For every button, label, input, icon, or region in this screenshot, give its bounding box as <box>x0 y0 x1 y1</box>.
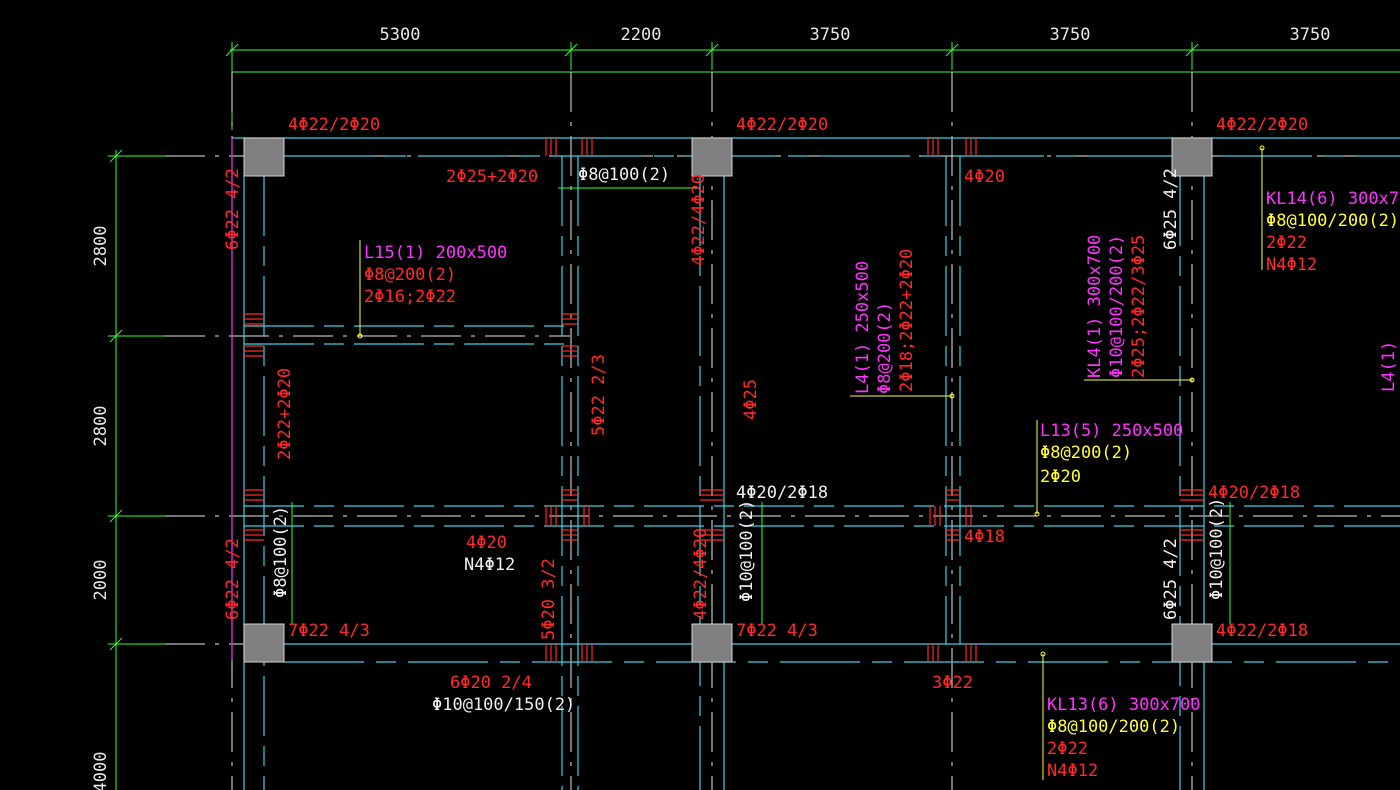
rebar-v-b1b: 4Φ22/4Φ20 <box>691 528 711 620</box>
rebar-col1-v: 6Φ22 4/2 <box>223 168 243 250</box>
beam-kl4: KL4(1) 300x700 <box>1085 235 1105 378</box>
rebar-v-5p20: 5Φ20 3/2 <box>539 558 559 640</box>
label-n4-mid: N4Φ12 <box>464 555 515 575</box>
rebar-top-a: 4Φ22/2Φ20 <box>288 115 380 135</box>
rebar-labels: 4Φ22/2Φ20 4Φ22/2Φ20 4Φ22/2Φ20 2Φ25+2Φ20 … <box>223 115 1317 781</box>
rebar-v-6p22b: 6Φ22 4/2 <box>223 538 243 620</box>
rebar-bot-7b: 7Φ22 4/3 <box>736 621 818 641</box>
label-st-v2: Φ10@100(2) <box>737 500 757 602</box>
beam-lines <box>232 137 1400 790</box>
yellow-labels: Φ8@100/200(2) Φ8@200(2) 2Φ20 Φ8@100/200(… <box>1040 211 1399 737</box>
rebar-4p20-top: 4Φ20 <box>964 167 1005 187</box>
dim-span-2: 2200 <box>621 25 662 45</box>
rebar-kl14-n: N4Φ12 <box>1266 255 1317 275</box>
beam-l13: L13(5) 250x500 <box>1040 421 1183 441</box>
dim-span-4: 3750 <box>1050 25 1091 45</box>
beam-kl4-s: Φ10@100/200(2) <box>1107 235 1127 378</box>
column-c1 <box>691 137 733 177</box>
label-4p20-mid: 4Φ20/2Φ18 <box>736 483 828 503</box>
label-6p25-top: 6Φ25 4/2 <box>1161 168 1181 250</box>
dim-span-1: 5300 <box>380 25 421 45</box>
dim-bay-3: 2000 <box>91 560 111 601</box>
rebar-bot-7a: 7Φ22 4/3 <box>288 621 370 641</box>
beam-l4: L4(1) 250x500 <box>853 261 873 394</box>
label-bot-stirrup: Φ10@100/150(2) <box>432 695 575 715</box>
rebar-kl13-n: N4Φ12 <box>1047 761 1098 781</box>
label-l15-s: Φ8@200(2) <box>364 265 456 285</box>
rebar-v-5p22: 5Φ22 2/3 <box>589 354 609 436</box>
rebar-mid1: 2Φ25+2Φ20 <box>446 167 538 187</box>
rebar-m-4p20: 4Φ20 <box>466 533 507 553</box>
dim-bay-4: 4000 <box>91 752 111 790</box>
beam-name-labels: KL14(6) 300x750 L15(1) 200x500 L4(1) 250… <box>364 189 1400 715</box>
rebar-l4-r: 2Φ18;2Φ22+2Φ20 <box>897 249 917 392</box>
column-a1 <box>243 137 285 177</box>
label-st-v3: Φ10@100(2) <box>1207 498 1227 600</box>
dimension-texts: 5300 2200 3750 3750 3750 2800 2800 2000 … <box>91 25 1330 790</box>
rebar-top-b: 4Φ22/2Φ20 <box>736 115 828 135</box>
beam-kl13: KL13(6) 300x700 <box>1047 695 1201 715</box>
column-e1 <box>1171 137 1213 177</box>
rebar-m-4p18: 4Φ18 <box>964 527 1005 547</box>
white-labels: Φ8@100(2) 6Φ25 4/2 4Φ20/2Φ18 N4Φ12 Φ8@10… <box>271 165 1227 715</box>
label-6p25-bot: 6Φ25 4/2 <box>1161 538 1181 620</box>
rebar-kl14-t: 2Φ22 <box>1266 233 1307 253</box>
rebar-bot-6p20: 6Φ20 2/4 <box>450 673 532 693</box>
rebar-b1-v: 4Φ22/4Φ20 <box>689 174 709 266</box>
rebar-v-4p25: 4Φ25 <box>741 379 761 420</box>
dim-bay-2: 2800 <box>91 406 111 447</box>
beam-l15: L15(1) 200x500 <box>364 243 507 263</box>
rebar-r-4p20: 4Φ20/2Φ18 <box>1208 483 1300 503</box>
rebar-v-2p22: 2Φ22+2Φ20 <box>275 368 295 460</box>
stirrup-marks <box>244 138 1204 662</box>
beam-l4-edge: L4(1) <box>1379 341 1399 392</box>
rebar-kl13-t: 2Φ22 <box>1047 739 1088 759</box>
label-kl13-s: Φ8@100/200(2) <box>1047 717 1180 737</box>
mixed-labels: Φ8@200(2) <box>364 265 456 285</box>
label-kl14-s: Φ8@100/200(2) <box>1266 211 1399 231</box>
rebar-kl4-r: 2Φ25;2Φ22/3Φ25 <box>1129 235 1149 378</box>
dim-bay-1: 2800 <box>91 226 111 267</box>
rebar-bot-4p22: 4Φ22/2Φ18 <box>1216 621 1308 641</box>
dim-span-5: 3750 <box>1290 25 1331 45</box>
beam-kl14: KL14(6) 300x750 <box>1266 189 1400 209</box>
label-l13-s: Φ8@200(2) <box>1040 443 1132 463</box>
rebar-top-c: 4Φ22/2Φ20 <box>1216 115 1308 135</box>
rebar-l15-r: 2Φ16;2Φ22 <box>364 287 456 307</box>
column-e3 <box>1171 623 1213 663</box>
stirrup-label-1: Φ8@100(2) <box>578 165 670 185</box>
column-a3 <box>243 623 285 663</box>
leader-lines <box>291 145 1265 780</box>
label-l13-r: 2Φ20 <box>1040 467 1081 487</box>
dimension-lines <box>108 42 1400 790</box>
dim-span-3: 3750 <box>810 25 851 45</box>
label-st-v1: Φ8@100(2) <box>271 506 291 598</box>
rebar-bot-3p22: 3Φ22 <box>932 673 973 693</box>
columns <box>243 137 1213 663</box>
beam-l4-s: Φ8@200(2) <box>875 302 895 394</box>
column-c3 <box>691 623 733 663</box>
